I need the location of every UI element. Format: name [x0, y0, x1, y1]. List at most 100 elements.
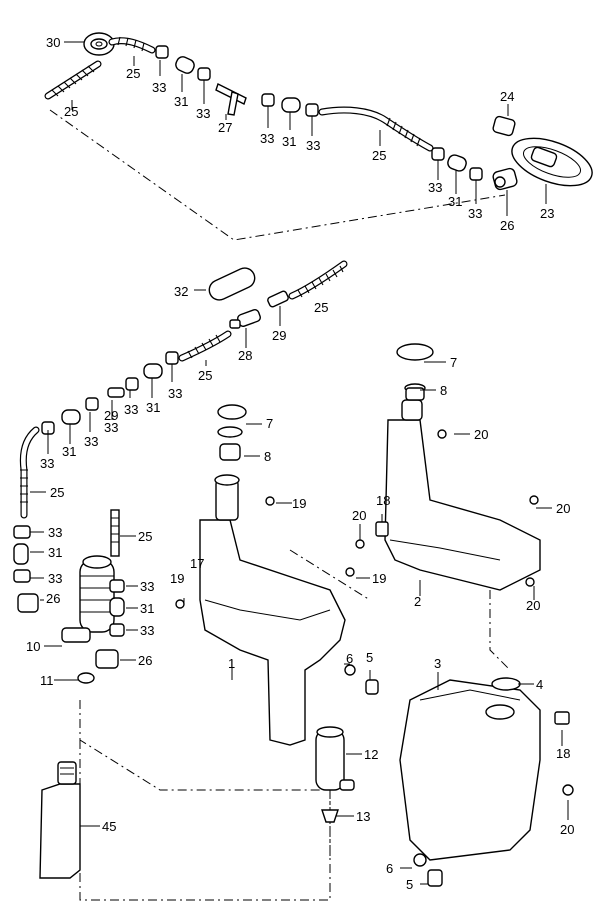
connector-26	[17, 593, 39, 613]
clip-33	[155, 45, 169, 59]
callout-11: 11	[40, 673, 54, 688]
nozzle-26	[492, 167, 518, 191]
callout-3: 3	[434, 656, 441, 671]
callout-20: 20	[526, 598, 540, 613]
sleeve-31	[175, 56, 195, 74]
callout-33: 33	[260, 131, 274, 146]
connector-29-mid	[267, 290, 289, 308]
callout-23: 23	[540, 206, 554, 221]
callout-20: 20	[352, 508, 366, 523]
callout-7: 7	[266, 416, 273, 431]
clip-33	[261, 93, 275, 107]
clip-33	[165, 351, 179, 365]
callout-31: 31	[140, 601, 154, 616]
sleeve-31	[109, 597, 125, 617]
callout-33: 33	[428, 180, 442, 195]
clip-33	[305, 103, 319, 117]
callout-24: 24	[500, 89, 514, 104]
callout-5: 5	[406, 877, 413, 892]
callout-8: 8	[264, 449, 271, 464]
callout-33: 33	[196, 106, 210, 121]
hose-25-top	[108, 36, 156, 54]
sleeve-31	[61, 409, 81, 425]
callout-25: 25	[198, 368, 212, 383]
callout-27: 27	[218, 120, 232, 135]
connector-24	[492, 115, 516, 137]
washer-tank-3	[399, 677, 574, 887]
callout-33: 33	[168, 386, 182, 401]
callout-33: 33	[306, 138, 320, 153]
sleeve-31	[447, 154, 467, 172]
callout-29: 29	[104, 408, 118, 423]
callout-29: 29	[272, 328, 286, 343]
hose-25-vertical	[19, 426, 40, 519]
grommet-13	[321, 809, 339, 823]
callout-28: 28	[238, 348, 252, 363]
washer-jet-23	[511, 137, 593, 187]
middle-hose-assembly	[13, 260, 348, 684]
callout-33: 33	[84, 434, 98, 449]
upper-hose-assembly	[44, 32, 593, 191]
callout-8: 8	[440, 383, 447, 398]
callout-5: 5	[366, 650, 373, 665]
hose-25-mid	[288, 260, 348, 300]
hose-25-lower	[178, 330, 232, 362]
reservoir-filler-2	[355, 343, 541, 591]
clip-33	[109, 579, 125, 593]
callout-45: 45	[102, 819, 116, 834]
callout-labels: 30 25 33 31 33 27 33 31 33 25 24 33 31 3…	[26, 35, 574, 892]
sleeve-31	[281, 97, 301, 113]
callout-33: 33	[104, 420, 118, 435]
callout-6: 6	[346, 651, 353, 666]
callout-7: 7	[450, 355, 457, 370]
fluid-bottle-45	[39, 761, 81, 879]
callout-25: 25	[314, 300, 328, 315]
callout-25: 25	[372, 148, 386, 163]
clip-33	[13, 569, 31, 583]
callout-33: 33	[140, 579, 154, 594]
callout-20: 20	[474, 427, 488, 442]
leader-lines	[30, 41, 569, 885]
grommet-30	[83, 32, 115, 56]
callout-33: 33	[124, 402, 138, 417]
callout-33: 33	[48, 571, 62, 586]
callout-30: 30	[46, 35, 60, 50]
callout-13: 13	[356, 809, 370, 824]
clip-33	[109, 623, 125, 637]
callout-33: 33	[40, 456, 54, 471]
sleeve-31	[143, 363, 163, 379]
callout-31: 31	[282, 134, 296, 149]
callout-31: 31	[174, 94, 188, 109]
clip-33	[13, 525, 31, 539]
sleeve-31	[13, 543, 29, 565]
hose-25-long	[318, 106, 434, 152]
hose-25-left	[44, 60, 102, 100]
callout-25: 25	[138, 529, 152, 544]
callout-25: 25	[126, 66, 140, 81]
callout-18: 18	[376, 493, 390, 508]
t-piece-27	[215, 83, 247, 116]
callout-19: 19	[372, 571, 386, 586]
callout-20: 20	[556, 501, 570, 516]
callout-4: 4	[536, 677, 543, 692]
clip-33	[85, 397, 99, 411]
clip-33	[125, 377, 139, 391]
callout-6: 6	[386, 861, 393, 876]
callout-26: 26	[46, 591, 60, 606]
valve-28	[229, 309, 261, 329]
clip-33	[197, 67, 211, 81]
callout-33: 33	[152, 80, 166, 95]
callout-26: 26	[138, 653, 152, 668]
callout-31: 31	[448, 194, 462, 209]
callout-31: 31	[62, 444, 76, 459]
callout-17: 17	[190, 556, 204, 571]
callout-32: 32	[174, 284, 188, 299]
callout-2: 2	[414, 594, 421, 609]
hose-25-pump	[110, 509, 120, 557]
connector-26	[95, 649, 119, 669]
callout-1: 1	[228, 656, 235, 671]
clip-33	[431, 147, 445, 161]
callout-33: 33	[468, 206, 482, 221]
callout-25: 25	[50, 485, 64, 500]
